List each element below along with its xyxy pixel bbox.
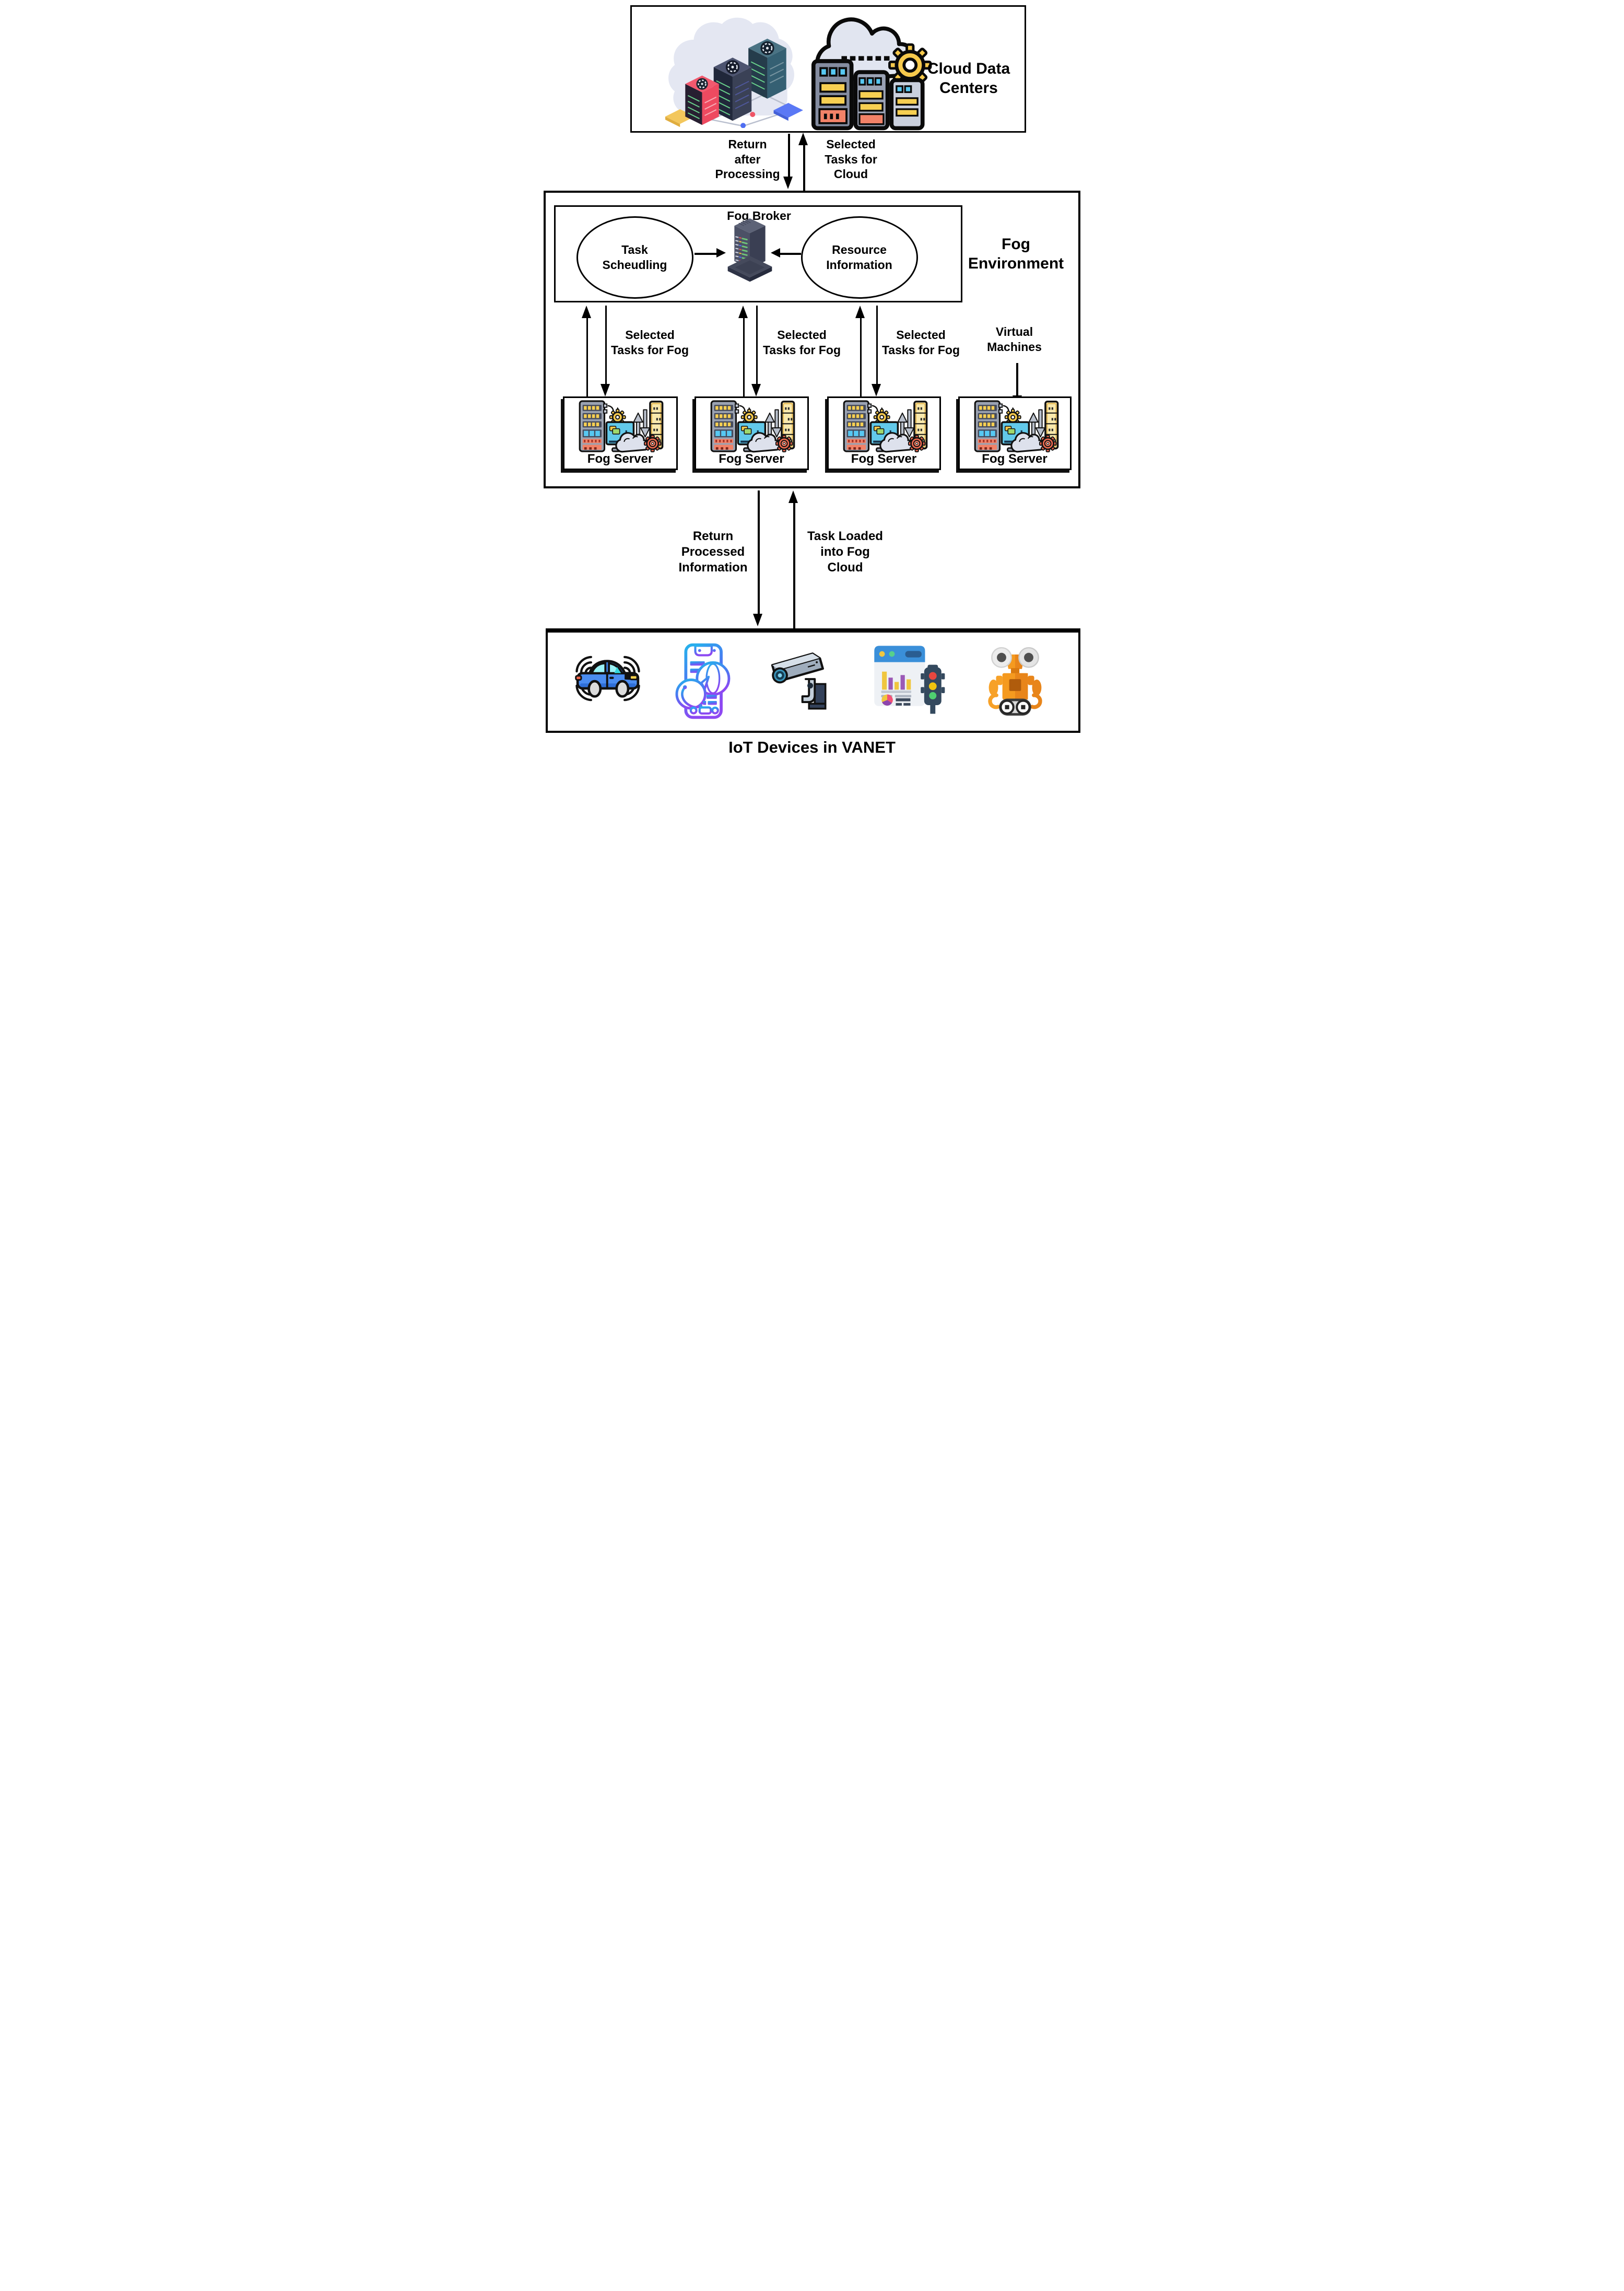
fog-server-icon (710, 400, 795, 453)
task-to-broker-arrow-line (694, 253, 716, 255)
fog-up-arrowhead-2 (738, 306, 748, 318)
fog-up-arrow-line-1 (586, 318, 588, 396)
fog-down-arrow-line-3 (876, 306, 878, 384)
smart-car-icon (569, 645, 647, 712)
fog-server-box-3: Fog Server (827, 396, 941, 470)
fog-up-arrowhead-1 (581, 306, 591, 318)
diagram-caption: IoT Devices in VANET (728, 738, 896, 756)
selected-tasks-cloud-label: Selected Tasks for Cloud (825, 137, 877, 181)
fog-server-label-2: Fog Server (719, 452, 784, 466)
cloud-datacenter-isometric-icon (664, 17, 804, 128)
fog-up-arrow-line-3 (860, 318, 862, 396)
fog-server-label-4: Fog Server (982, 452, 1048, 466)
return-processed-arrow-line (757, 490, 760, 614)
fog-server-icon (578, 400, 663, 453)
fog-server-icon (842, 400, 927, 453)
resource-to-broker-arrowhead (770, 248, 780, 258)
task-loaded-arrowhead (788, 490, 798, 503)
traffic-analytics-dashboard-icon (874, 646, 945, 714)
fog-server-box-2: Fog Server (694, 396, 809, 470)
return-after-processing-label: Return after Processing (715, 137, 780, 181)
fog-down-arrow-line-1 (605, 306, 607, 384)
resource-information-ellipse: Resource Information (801, 216, 918, 299)
cloud-box-label: Cloud Data Centers (927, 60, 1010, 97)
selected-tasks-cloud-arrow-line (803, 145, 805, 191)
fog-server-box-4: Fog Server (958, 396, 1072, 470)
fog-up-arrowhead-3 (855, 306, 865, 318)
resource-information-label: Resource Information (826, 243, 892, 272)
fog-server-label-3: Fog Server (851, 452, 917, 466)
fog-environment-label: Fog Environment (968, 236, 1064, 273)
selected-tasks-fog-label-2: Selected Tasks for Fog (762, 328, 841, 357)
fog-up-arrow-line-2 (743, 318, 745, 396)
virtual-machines-arrow-line (1016, 363, 1018, 395)
task-scheduling-label: Task Scheudling (602, 243, 667, 272)
resource-to-broker-arrow-line (780, 253, 801, 255)
return-processed-label: Return Processed Information (678, 529, 748, 575)
task-to-broker-arrowhead (716, 248, 726, 258)
iot-devices-box (545, 628, 1080, 733)
fog-broker-server-icon (726, 217, 773, 283)
return-after-processing-arrow-line (787, 134, 790, 179)
fog-environment-box: Fog Environment Fog Broker Task Scheudli… (543, 191, 1080, 488)
fog-server-label-1: Fog Server (587, 452, 653, 466)
cloud-data-centers-box: Cloud Data Centers (630, 5, 1026, 133)
cctv-camera-icon (767, 641, 829, 719)
task-scheduling-ellipse: Task Scheudling (576, 216, 693, 299)
task-loaded-arrow-line (793, 503, 795, 628)
diagram-canvas: Cloud Data Centers Return after Processi… (541, 0, 1083, 764)
smartphone-network-icon (667, 640, 734, 722)
selected-tasks-cloud-arrowhead (798, 133, 808, 145)
fog-down-arrow-line-2 (756, 306, 758, 384)
selected-tasks-fog-label-3: Selected Tasks for Fog (881, 328, 960, 357)
fog-server-box-1: Fog Server (562, 396, 678, 470)
fog-down-arrowhead-3 (871, 384, 881, 396)
robot-icon (981, 642, 1049, 719)
fog-down-arrowhead-2 (751, 384, 761, 396)
virtual-machines-label: Virtual Machines (987, 325, 1042, 354)
fog-down-arrowhead-1 (600, 384, 610, 396)
fog-server-icon (973, 400, 1058, 453)
return-processed-arrowhead (752, 614, 762, 626)
fog-broker-box: Fog Broker Task Scheudling Resource Info… (554, 205, 962, 302)
task-loaded-label: Task Loaded into Fog Cloud (807, 529, 883, 575)
return-after-processing-arrowhead (783, 177, 793, 189)
selected-tasks-fog-label-1: Selected Tasks for Fog (610, 328, 689, 357)
